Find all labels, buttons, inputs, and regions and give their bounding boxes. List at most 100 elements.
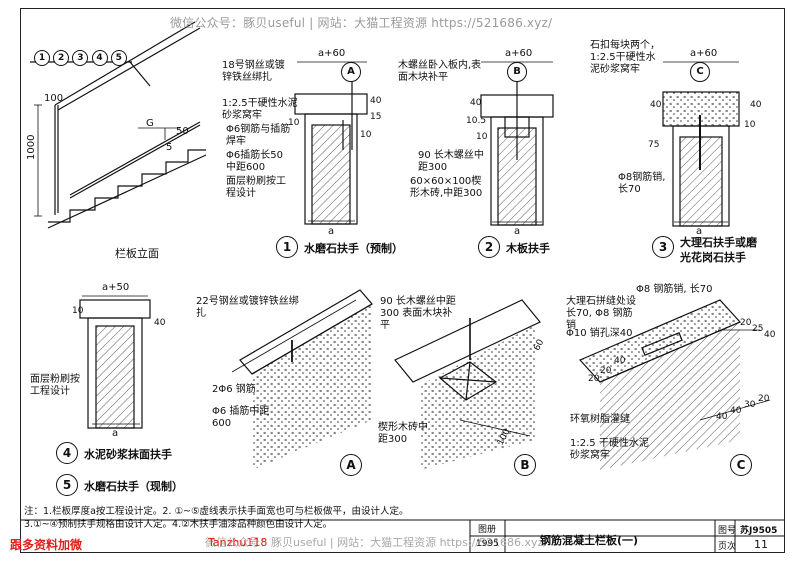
dc-dim-l0: 20	[588, 374, 600, 384]
title-block: 图册 1995 钢筋混凝土栏板(一) 图号 苏J9505 页次 11	[470, 520, 785, 553]
d1-dim-15: 15	[370, 112, 382, 122]
balloon-3: 3	[72, 50, 89, 66]
dc-note-hole: Φ10 销孔深40	[566, 328, 633, 339]
elevation-balloons: 1 2 3 4 5	[34, 50, 127, 66]
dc-note-epoxy: 环氧树脂灌缝	[570, 414, 630, 425]
da-tag: A	[340, 454, 362, 476]
d1-caption-number: 1	[276, 236, 298, 258]
d2-caption-number: 2	[478, 236, 500, 258]
balloon-4: 4	[91, 50, 108, 66]
tb-code-label: 图号	[718, 526, 737, 536]
d2-dim-10: 10	[476, 132, 488, 142]
dc-tag: C	[730, 454, 752, 476]
tb-code: 苏J9505	[740, 526, 778, 536]
d3-note-pin: Φ8钢筋销,长70	[618, 172, 666, 195]
d45-dim-40: 40	[154, 318, 166, 328]
red-contact-id: Tanzhu118	[208, 536, 268, 549]
d3-dim-40a: 40	[650, 100, 662, 110]
db-tag: B	[514, 454, 536, 476]
dc-note-mortar: 1:2.5 干硬性水泥砂浆窝牢	[570, 438, 649, 461]
sheet-border	[20, 8, 785, 553]
elevation-dim-1000: 1000	[26, 134, 37, 160]
balloon-5: 5	[110, 50, 127, 66]
d3-dim-10: 10	[744, 120, 756, 130]
tb-title: 钢筋混凝土栏板(一)	[540, 534, 639, 547]
elevation-dim-5: 5	[166, 142, 173, 153]
dc-dim-r4: 40	[730, 406, 742, 416]
dc-dim-r6: 20	[758, 394, 770, 404]
da-note-rebar: 2Φ6 钢筋	[212, 384, 256, 395]
d2-dim-top: a+60	[505, 48, 533, 59]
d4-caption-number: 4	[56, 442, 78, 464]
d1-dim-10a: 10	[288, 118, 300, 128]
d1-caption: 水磨石扶手（预制）	[304, 242, 403, 255]
d45-dim-top: a+50	[102, 282, 130, 293]
detail-b-drawing	[394, 299, 541, 470]
tb-page: 11	[754, 538, 768, 551]
dc-dim-r3: 40	[716, 412, 728, 422]
d1-note-dowel: Φ6插筋长50中距600	[226, 150, 283, 173]
d2-dim-10-5: 10.5	[466, 116, 487, 126]
dc-note-pin: Φ8 钢筋销, 长70	[636, 284, 713, 295]
db-note-wood-brick: 楔形木砖中距300	[378, 422, 428, 445]
d5-caption-number: 5	[56, 474, 78, 496]
d45-dim-10: 10	[72, 306, 84, 316]
d2-caption: 木板扶手	[506, 242, 550, 255]
dc-dim-l1: 20	[600, 366, 612, 376]
d3-tag: C	[690, 62, 710, 82]
d45-note-finish: 面层粉刷按工程设计	[30, 374, 80, 397]
detail-a-drawing	[231, 289, 373, 470]
dc-note-joint-pin: 大理石拼缝处设长70, Φ8 钢筋销	[566, 296, 636, 331]
d3-dim-75: 75	[648, 140, 660, 150]
d1-dim-10b: 10	[360, 130, 372, 140]
d2-dim-a: a	[514, 226, 521, 237]
d3-caption-line2: 光花岗石扶手	[680, 251, 746, 264]
tb-year: 1995	[476, 539, 499, 549]
d1-dim-a: a	[328, 226, 335, 237]
da-note-wire: 22号钢丝或镀锌铁丝绑扎	[196, 296, 299, 319]
d3-caption-line1: 大理石扶手或磨	[680, 236, 757, 249]
d5-caption: 水磨石扶手（现制）	[84, 480, 183, 493]
d2-dim-40: 40	[470, 98, 482, 108]
d1-dim-40: 40	[370, 96, 382, 106]
d3-dim-a: a	[696, 226, 703, 237]
tb-page-label: 页次	[718, 542, 737, 552]
title-block-lines	[20, 519, 785, 553]
detail-45-drawing	[79, 295, 151, 429]
general-notes: 注：1.栏板厚度a按工程设计定。2. ①~⑤虚线表示扶手面宽也可与栏板做平，由设…	[24, 505, 484, 531]
d45-dim-a: a	[112, 428, 119, 439]
d4-caption: 水泥砂浆抹面扶手	[84, 448, 172, 461]
elevation-dim-100: 100	[44, 93, 64, 104]
elevation-dim-50: 50	[176, 126, 189, 137]
tb-col-label: 图册	[478, 525, 497, 535]
d1-note-wire: 18号钢丝或镀锌铁丝绑扎	[222, 60, 285, 83]
dc-dim-r1: 25	[752, 324, 764, 334]
elevation-dim-g: G	[146, 118, 154, 129]
elevation-title: 栏板立面	[115, 247, 159, 260]
detail-1-drawing	[294, 61, 368, 225]
detail-c-drawing	[578, 299, 771, 470]
db-note-screw: 90 长木螺丝中距300 表面木块补平	[380, 296, 456, 331]
d3-dim-top: a+60	[690, 48, 718, 59]
watermark-top: 微信公众号：豚贝useful | 网站：大猫工程资源 https://52168…	[170, 16, 553, 30]
da-note-dowel: Φ6 插筋中距600	[212, 406, 270, 429]
d3-dim-40b: 40	[750, 100, 762, 110]
red-contact-text: 跟多资料加微	[10, 538, 83, 552]
dc-dim-l2: 40	[614, 356, 626, 366]
dc-dim-r0: 20	[740, 318, 752, 328]
detail-2-drawing	[480, 61, 554, 226]
watermark-bottom: 微信公众号：豚贝useful | 网站：大猫工程资源 https://52168…	[205, 536, 547, 549]
d2-note-screw-inset: 木螺丝卧入板内,表面木块补平	[398, 60, 482, 83]
d1-note-mortar: 1:2.5干硬性水泥砂浆窝牢	[222, 98, 298, 121]
d2-note-screw: 90 长木螺丝中距300	[418, 150, 484, 173]
d1-note-rebar: Φ6钢筋与插筋焊牢	[226, 124, 291, 147]
d1-note-finish: 面层粉刷按工程设计	[226, 176, 286, 199]
dc-dim-r2: 40	[764, 330, 776, 340]
balloon-2: 2	[53, 50, 70, 66]
notes-line-1: 注：1.栏板厚度a按工程设计定。2. ①~⑤虚线表示扶手面宽也可与栏板做平，由设…	[24, 506, 409, 517]
balloon-1: 1	[34, 50, 50, 66]
dc-dim-r5: 30	[744, 400, 756, 410]
d2-note-wood-brick: 60×60×100楔形木砖,中距300	[410, 176, 483, 199]
